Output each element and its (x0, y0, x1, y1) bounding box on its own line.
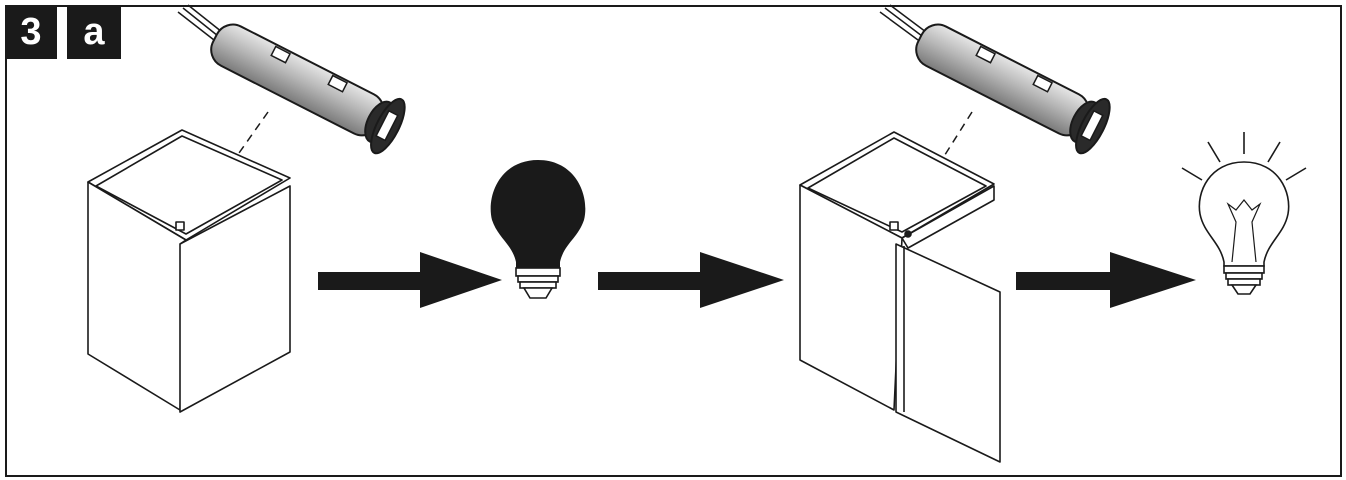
arrow-right-icon (598, 252, 784, 308)
figure-frame (5, 5, 1342, 477)
sensor-icon-left (177, 4, 406, 155)
sensor-icon-right (879, 4, 1111, 155)
cabinet-open-icon (799, 131, 1001, 463)
bulb-on-icon (1181, 132, 1307, 295)
arrow-right-icon (318, 252, 502, 308)
step-number-badge: 3 (5, 5, 57, 59)
bulb-off-icon (490, 160, 586, 299)
arrow-right-icon (1016, 252, 1196, 308)
sub-step-badge: a (67, 5, 121, 59)
cabinet-closed-icon (87, 129, 291, 413)
